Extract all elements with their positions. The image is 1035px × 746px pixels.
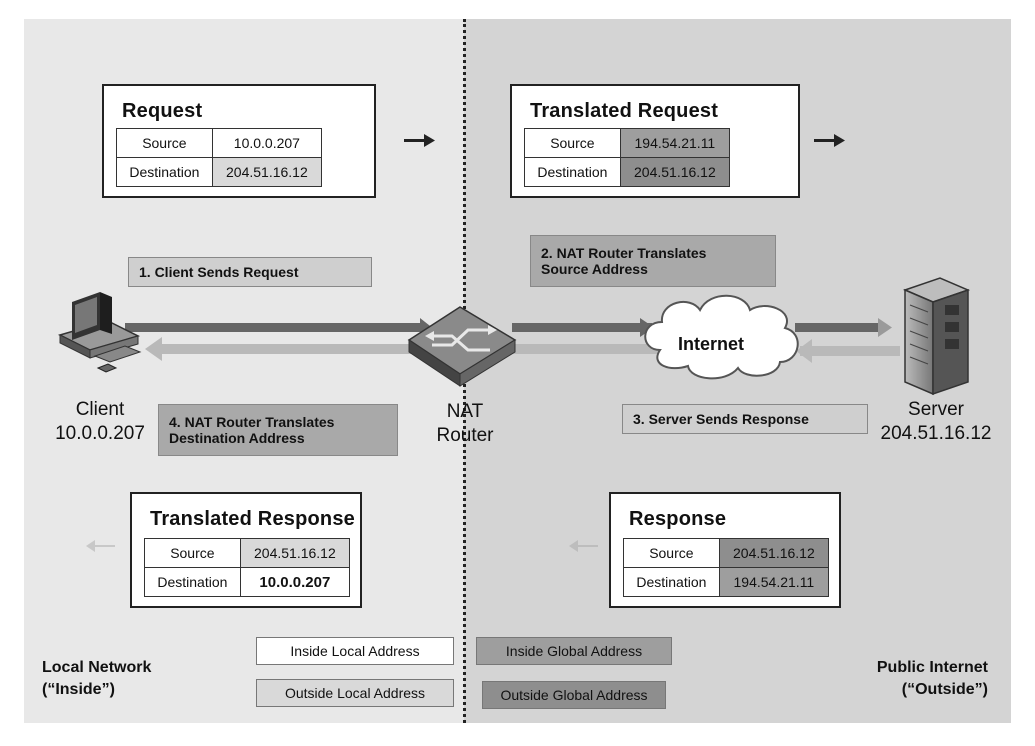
step-2-label: 2. NAT Router Translates Source Address bbox=[530, 235, 776, 287]
step-4-line-2: Destination Address bbox=[169, 430, 305, 446]
destination-label: Destination bbox=[144, 567, 241, 597]
table-row: Source 10.0.0.207 bbox=[116, 128, 323, 158]
table-row: Source 194.54.21.11 bbox=[524, 128, 731, 158]
request-path bbox=[125, 318, 892, 337]
destination-value: 10.0.0.207 bbox=[239, 567, 351, 597]
legend-outside-local: Outside Local Address bbox=[256, 679, 454, 707]
step-2-line-2: Source Address bbox=[541, 261, 648, 277]
request-address-table: Source 10.0.0.207 Destination 204.51.16.… bbox=[116, 128, 323, 187]
public-internet-line-2: (“Outside”) bbox=[901, 681, 988, 698]
translated-response-packet: Translated Response Source 204.51.16.12 … bbox=[130, 492, 362, 608]
destination-label: Destination bbox=[524, 157, 621, 187]
client-ip: 10.0.0.207 bbox=[55, 423, 145, 444]
source-label: Source bbox=[144, 538, 241, 568]
legend-inside-global: Inside Global Address bbox=[476, 637, 672, 665]
destination-value: 204.51.16.12 bbox=[211, 157, 323, 187]
destination-value: 194.54.21.11 bbox=[718, 567, 830, 597]
table-row: Source 204.51.16.12 bbox=[623, 538, 830, 568]
destination-label: Destination bbox=[116, 157, 213, 187]
source-value: 10.0.0.207 bbox=[211, 128, 323, 158]
table-row: Destination 204.51.16.12 bbox=[524, 157, 731, 187]
nat-router-icon bbox=[407, 306, 517, 387]
step-4-line-1: 4. NAT Router Translates bbox=[169, 414, 335, 430]
step-3-label: 3. Server Sends Response bbox=[622, 404, 868, 434]
request-packet: Request Source 10.0.0.207 Destination 20… bbox=[102, 84, 376, 198]
router-label-line-1: NAT bbox=[446, 401, 484, 422]
source-label: Source bbox=[623, 538, 720, 568]
response-path bbox=[145, 337, 900, 363]
internet-cloud-icon bbox=[644, 294, 799, 380]
request-arrow-right-icon bbox=[814, 134, 845, 147]
translated-response-title: Translated Response bbox=[150, 508, 355, 530]
server-ip: 204.51.16.12 bbox=[880, 423, 992, 444]
local-network-label: Local Network (“Inside”) bbox=[42, 657, 151, 701]
server-icon bbox=[902, 277, 971, 396]
source-label: Source bbox=[524, 128, 621, 158]
source-value: 194.54.21.11 bbox=[619, 128, 731, 158]
local-network-line-2: (“Inside”) bbox=[42, 681, 115, 698]
response-arrow-left-icon bbox=[86, 540, 115, 552]
public-internet-label: Public Internet (“Outside”) bbox=[856, 657, 988, 701]
table-row: Destination 194.54.21.11 bbox=[623, 567, 830, 597]
local-network-line-1: Local Network bbox=[42, 659, 152, 676]
request-arrow-left-icon bbox=[404, 134, 435, 147]
translated-response-address-table: Source 204.51.16.12 Destination 10.0.0.2… bbox=[144, 538, 351, 597]
step-4-label: 4. NAT Router Translates Destination Add… bbox=[158, 404, 398, 456]
client-computer-icon bbox=[57, 292, 142, 373]
step-2-line-1: 2. NAT Router Translates bbox=[541, 245, 707, 261]
legend-outside-global: Outside Global Address bbox=[482, 681, 666, 709]
request-title: Request bbox=[122, 100, 203, 122]
response-address-table: Source 204.51.16.12 Destination 194.54.2… bbox=[623, 538, 830, 597]
source-label: Source bbox=[116, 128, 213, 158]
source-value: 204.51.16.12 bbox=[718, 538, 830, 568]
destination-value: 204.51.16.12 bbox=[619, 157, 731, 187]
source-value: 204.51.16.12 bbox=[239, 538, 351, 568]
router-label-line-2: Router bbox=[436, 425, 494, 446]
server-label: Server 204.51.16.12 bbox=[866, 398, 1006, 446]
table-row: Destination 10.0.0.207 bbox=[144, 567, 351, 597]
legend-inside-local: Inside Local Address bbox=[256, 637, 454, 665]
response-arrow-right-icon bbox=[569, 540, 598, 552]
public-internet-line-1: Public Internet bbox=[876, 659, 988, 676]
client-name: Client bbox=[75, 399, 125, 420]
translated-request-packet: Translated Request Source 194.54.21.11 D… bbox=[510, 84, 800, 198]
router-label: NAT Router bbox=[420, 400, 510, 448]
client-label: Client 10.0.0.207 bbox=[40, 398, 160, 446]
table-row: Source 204.51.16.12 bbox=[144, 538, 351, 568]
translated-request-title: Translated Request bbox=[530, 100, 719, 122]
server-name: Server bbox=[908, 399, 964, 420]
destination-label: Destination bbox=[623, 567, 720, 597]
internet-label: Internet bbox=[678, 334, 745, 354]
translated-request-address-table: Source 194.54.21.11 Destination 204.51.1… bbox=[524, 128, 731, 187]
step-1-label: 1. Client Sends Request bbox=[128, 257, 372, 287]
response-title: Response bbox=[629, 508, 727, 530]
response-packet: Response Source 204.51.16.12 Destination… bbox=[609, 492, 841, 608]
table-row: Destination 204.51.16.12 bbox=[116, 157, 323, 187]
